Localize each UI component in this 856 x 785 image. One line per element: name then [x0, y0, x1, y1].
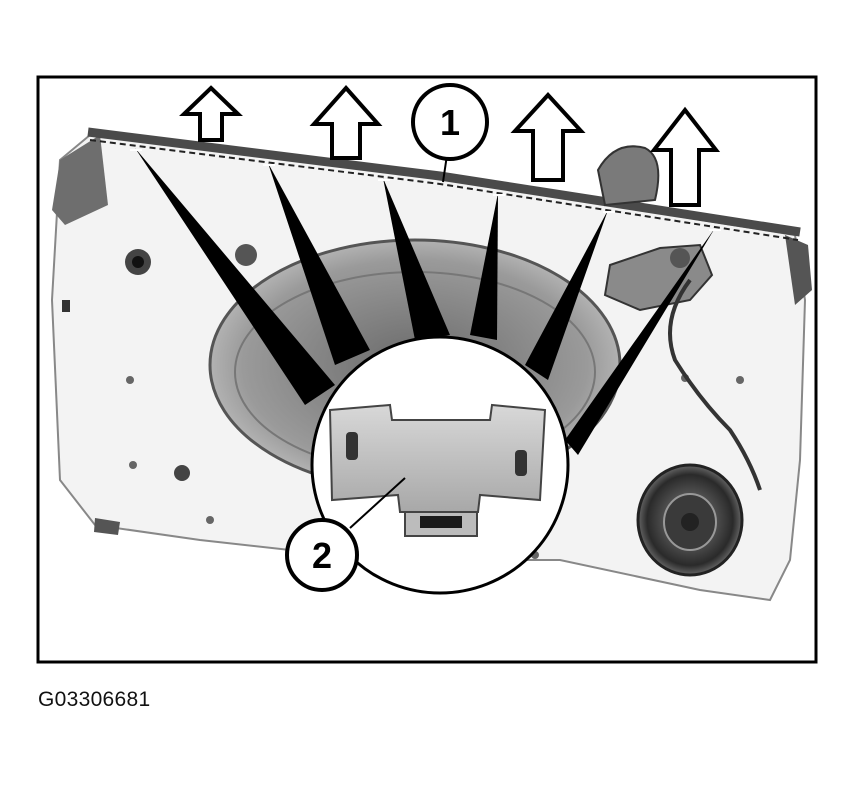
callout-1-label: 1: [440, 102, 460, 143]
clip-markers: [130, 149, 721, 231]
window-seal-strip: [87, 127, 801, 237]
bolt-hole: [129, 461, 137, 469]
frame-corner-patch: [665, 618, 814, 660]
callout-2-leader: [349, 477, 406, 529]
up-arrow-icon: [309, 84, 383, 160]
up-arrow-icon: [510, 92, 586, 182]
bolt-hole: [206, 516, 214, 524]
figure-caption: G03306681: [38, 688, 151, 711]
regulator-bolt: [670, 248, 690, 268]
bolt-hole: [174, 465, 190, 481]
up-arrow-icon: [179, 85, 243, 142]
panel-clip: [62, 300, 70, 312]
bolt-hole: [126, 376, 134, 384]
mirror-mount: [596, 145, 660, 207]
bolt-hole: [132, 256, 144, 268]
callout-1: 1: [411, 83, 489, 161]
callout-2-label: 2: [312, 535, 332, 576]
up-arrow-icon: [649, 106, 721, 207]
door-corner-left: [52, 135, 108, 225]
wiring-harness: [668, 278, 762, 491]
callout-wedges: [135, 148, 715, 455]
lift-direction-arrows: [179, 84, 721, 207]
callout-2: 2: [285, 518, 359, 592]
bolt-hole: [736, 376, 744, 384]
door-corner-right: [785, 235, 812, 305]
door-bottom-left-tab: [94, 518, 120, 535]
clip-bracket: [328, 403, 547, 537]
bolt-hole: [235, 244, 257, 266]
door-speaker-dome: [681, 513, 699, 531]
window-seal-dash: [89, 139, 799, 241]
